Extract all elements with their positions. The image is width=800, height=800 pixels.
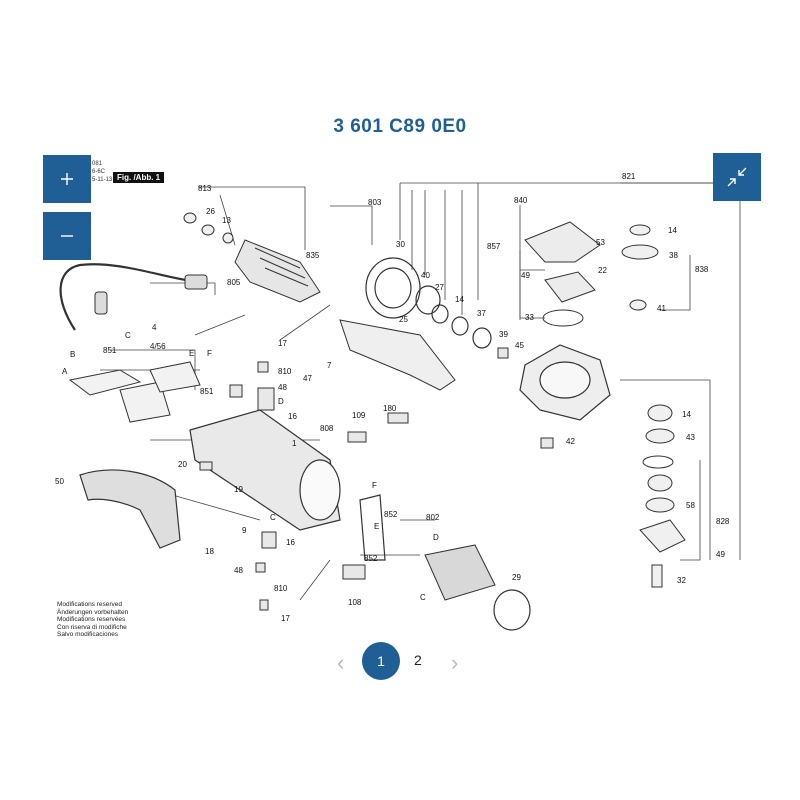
part-label: 16: [288, 412, 297, 421]
part-label: 828: [716, 517, 730, 526]
note-line: Änderungen vorbehalten: [57, 608, 129, 616]
part-label: D: [433, 533, 439, 542]
note-line: Con riserva di modifiche: [57, 623, 127, 631]
part-label: 50: [55, 477, 64, 486]
part-label: 30: [396, 240, 405, 249]
header-code-2: 6-6C: [92, 169, 106, 175]
part-label: 43: [686, 433, 695, 442]
part-label: 835: [306, 251, 320, 260]
zoom-in-button[interactable]: [43, 155, 91, 203]
part-label: 7: [327, 361, 332, 370]
part-label: 45: [515, 341, 524, 350]
part-label: 18: [205, 547, 214, 556]
part-label: 58: [686, 501, 695, 510]
part-label: 32: [677, 576, 686, 585]
part-label: 53: [596, 238, 605, 247]
part-label: 19: [234, 485, 243, 494]
part-labels: 813 26 13 835 803 30 40 27 14 37 840 857…: [55, 172, 730, 623]
part-label: 37: [477, 309, 486, 318]
part-label: 48: [234, 566, 243, 575]
part-label: 805: [227, 278, 241, 287]
header-code-3: 5-11-13: [92, 177, 113, 183]
part-label: 25: [399, 315, 408, 324]
part-label: 813: [198, 184, 212, 193]
part-label: C: [270, 513, 276, 522]
armature: [234, 239, 321, 303]
part-label: 838: [695, 265, 709, 274]
part-label: E: [189, 349, 194, 358]
part-label: 4: [152, 323, 157, 332]
part-label: 851: [200, 387, 214, 396]
part-label: 26: [206, 207, 215, 216]
part-label: 27: [435, 283, 444, 292]
part-label: 803: [368, 198, 382, 207]
figure-label: Fig. /Abb. 1: [113, 172, 165, 183]
part-label: 33: [525, 313, 534, 322]
header-code-1: 081: [92, 161, 103, 167]
part-label: 840: [514, 196, 528, 205]
part-label: 17: [278, 339, 287, 348]
part-label: 48: [278, 383, 287, 392]
part-label: B: [70, 350, 75, 359]
part-label: 14: [682, 410, 691, 419]
note-line: Salvo modificaciones: [57, 631, 119, 638]
part-label: 857: [487, 242, 501, 251]
part-label: 41: [657, 304, 666, 313]
motor-housing: [189, 409, 341, 531]
part-label: 802: [426, 513, 440, 522]
part-label: 4/56: [150, 342, 166, 351]
part-label: 29: [512, 573, 521, 582]
note-line: Modifications reservées: [57, 616, 126, 623]
note-line: Modifications reserved: [57, 601, 123, 608]
zoom-out-button[interactable]: [43, 212, 91, 260]
part-label: C: [420, 593, 426, 602]
part-label: 851: [103, 346, 117, 355]
part-label: 14: [668, 226, 677, 235]
part-label: E: [374, 522, 379, 531]
part-label: C: [125, 331, 131, 340]
part-label: 852: [364, 554, 378, 563]
part-label: D: [278, 397, 284, 406]
notes-block: Modifications reserved Änderungen vorbeh…: [57, 601, 128, 639]
part-label: 852: [384, 510, 398, 519]
part-label: 810: [274, 584, 288, 593]
part-label: 810: [278, 367, 292, 376]
plus-icon: [61, 173, 73, 185]
page-2-button[interactable]: 2: [414, 652, 422, 668]
page-title: 3 601 C89 0E0: [333, 116, 467, 137]
part-label: 9: [242, 526, 247, 535]
prev-page-button[interactable]: ‹: [337, 650, 345, 675]
part-label: F: [372, 481, 377, 490]
minus-icon: [61, 235, 73, 237]
part-label: 39: [499, 330, 508, 339]
collapse-arrows-icon: [727, 167, 747, 187]
part-label: 180: [383, 404, 397, 413]
part-label: 14: [455, 295, 464, 304]
part-label: 47: [303, 374, 312, 383]
part-label: 42: [566, 437, 575, 446]
part-label: 49: [521, 271, 530, 280]
part-label: 13: [222, 216, 231, 225]
part-label: 821: [622, 172, 636, 181]
part-label: 16: [286, 538, 295, 547]
part-label: 109: [352, 411, 366, 420]
part-label: 49: [716, 550, 725, 559]
collapse-view-button[interactable]: [713, 153, 761, 201]
page-1-button[interactable]: 1: [362, 642, 400, 680]
part-label: 108: [348, 598, 362, 607]
part-label: 40: [421, 271, 430, 280]
part-label: 38: [669, 251, 678, 260]
pagination: ‹ 1 2 ›: [0, 642, 800, 682]
part-label: 808: [320, 424, 334, 433]
next-page-button[interactable]: ›: [451, 650, 459, 675]
part-label: 20: [178, 460, 187, 469]
part-label: F: [207, 349, 212, 358]
part-label: 22: [598, 266, 607, 275]
part-label: 1: [292, 439, 297, 448]
part-label: A: [62, 367, 68, 376]
part-label: 17: [281, 614, 290, 623]
